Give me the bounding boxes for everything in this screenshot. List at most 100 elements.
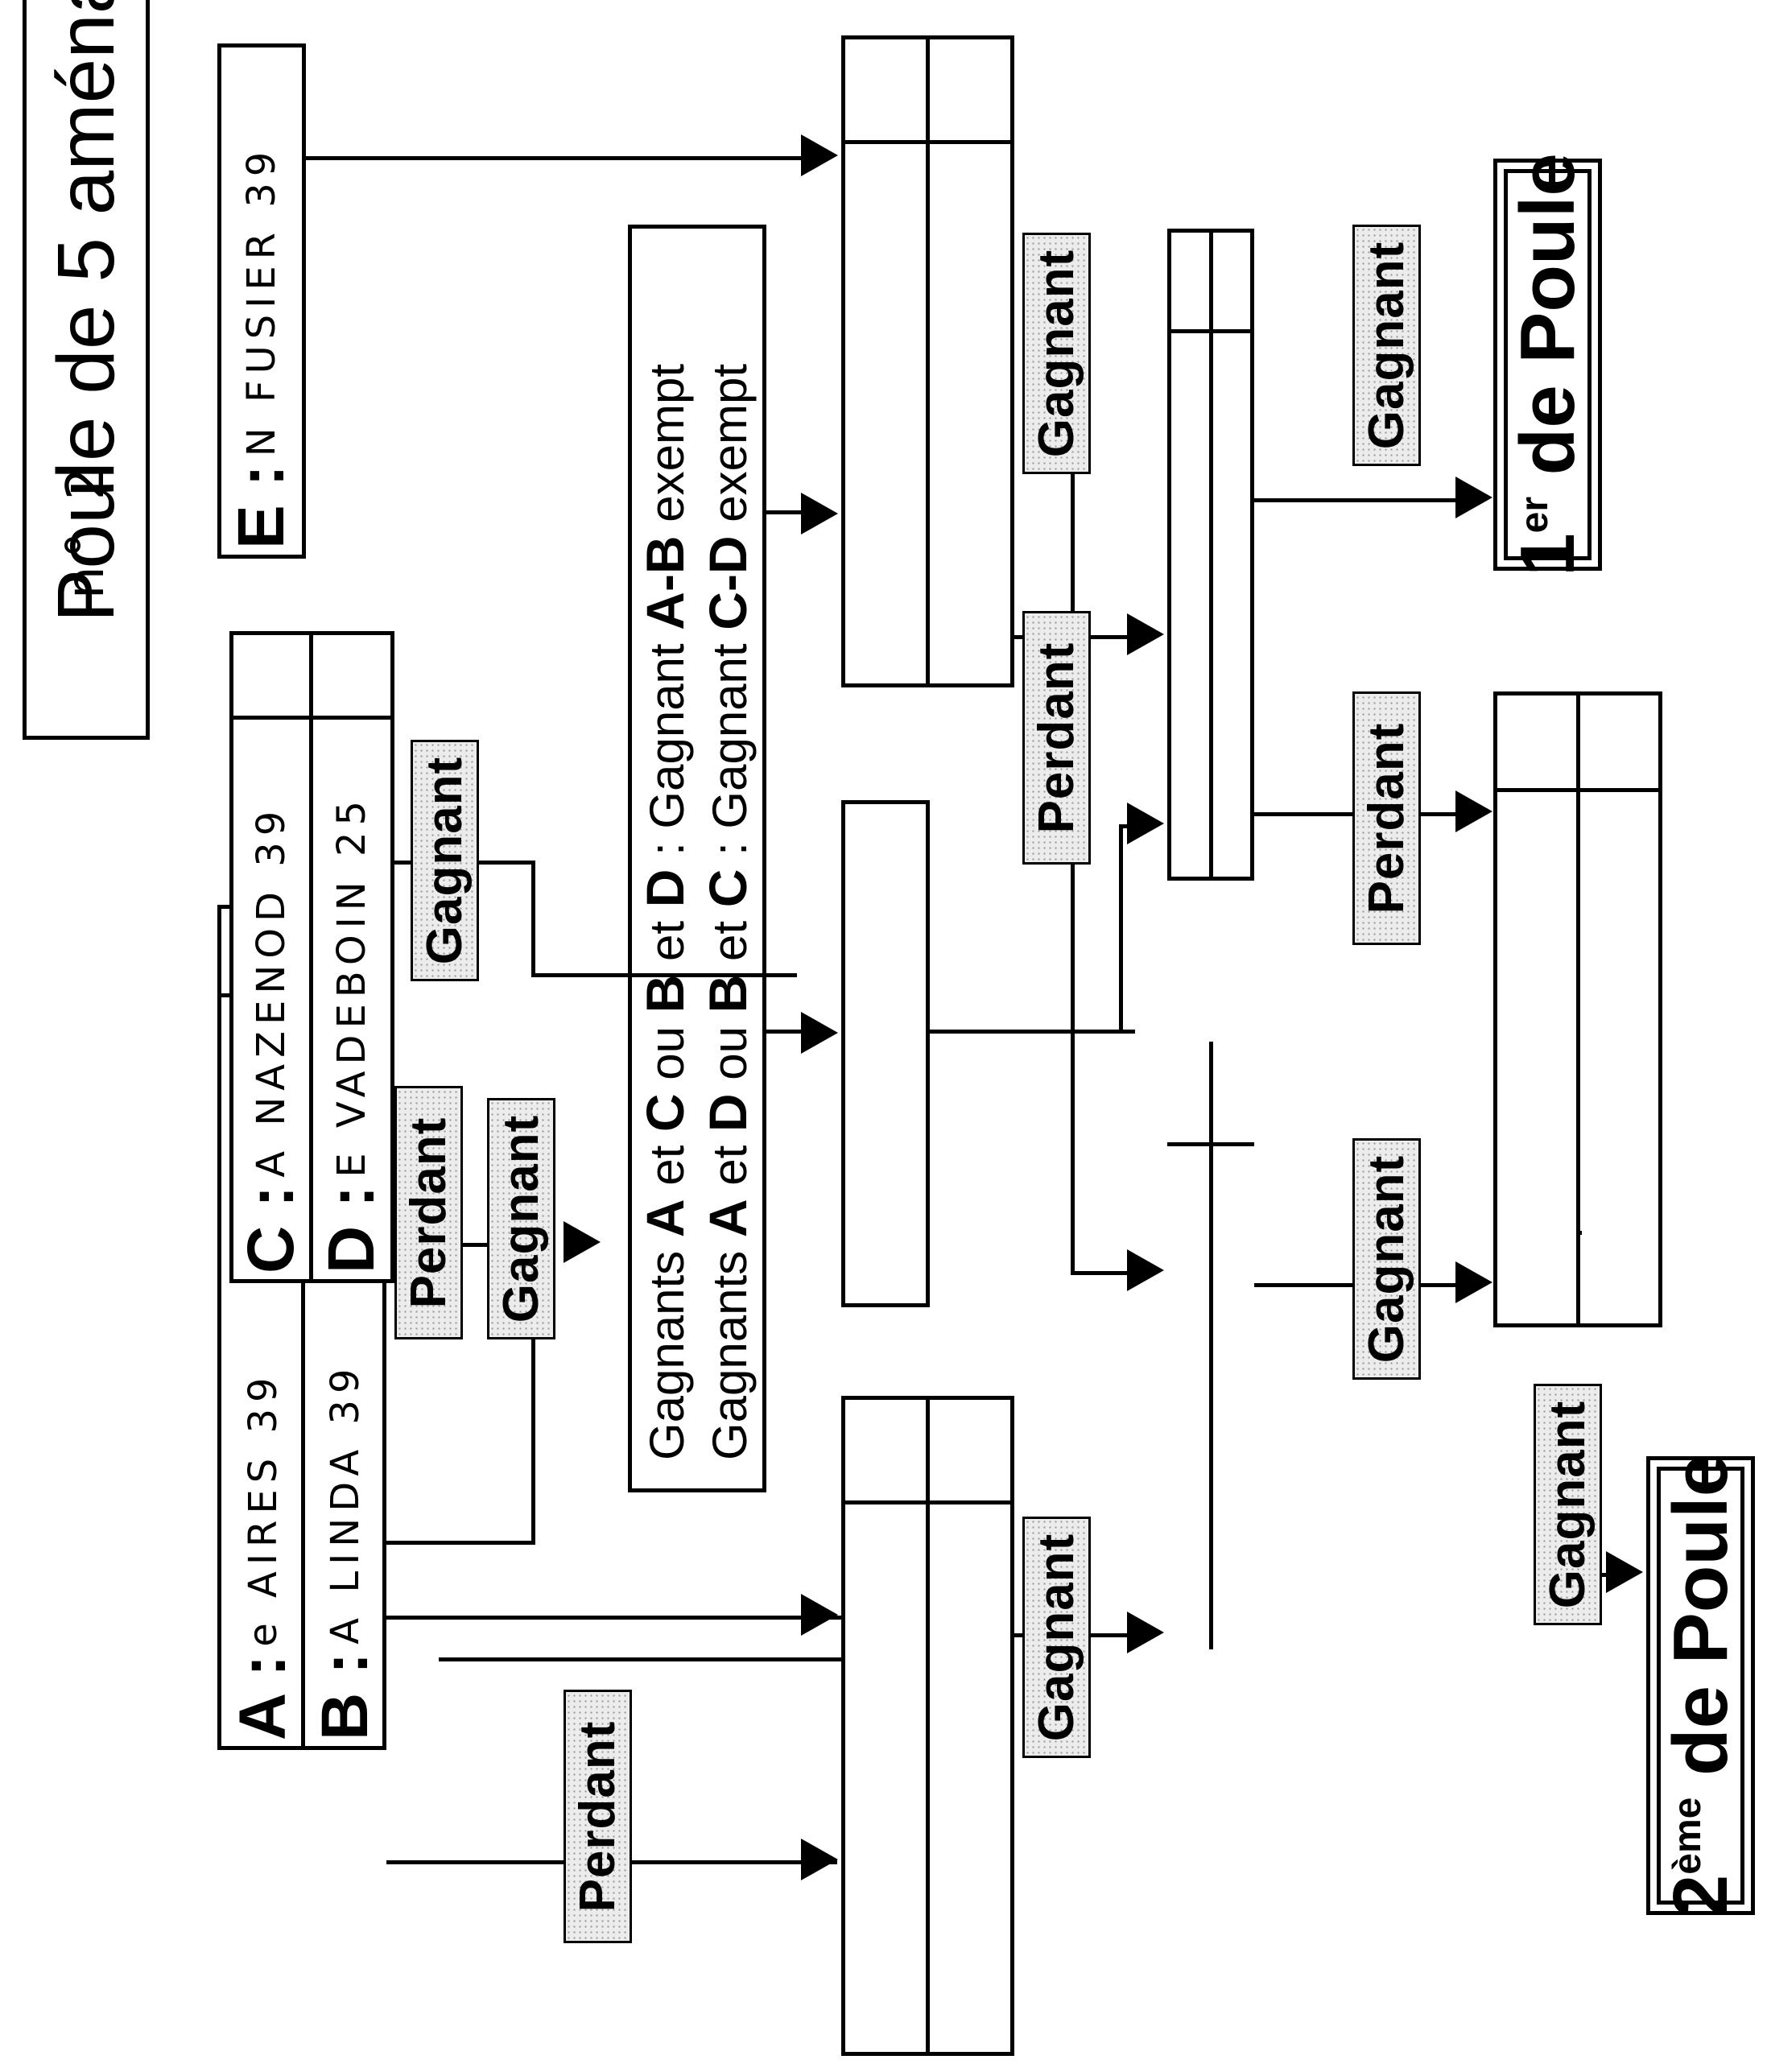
legend-text: ou <box>703 1013 757 1094</box>
match-box-cd-winner <box>841 800 930 1307</box>
player-name-d: E VADEBOIN 25 <box>329 794 374 1178</box>
arrow-icon <box>801 1839 838 1880</box>
handwritten-note: n° 2 <box>56 459 116 599</box>
rank-second-sup: ème <box>1666 1797 1709 1875</box>
gagnant-label: Gagnant <box>1352 1138 1421 1380</box>
arrow-icon <box>801 1594 838 1636</box>
arrow-icon <box>1127 1612 1164 1653</box>
legend-key: B <box>635 974 695 1013</box>
gagnant-label: Gagnant <box>1352 225 1421 466</box>
connector-line <box>306 156 805 160</box>
connector-line <box>386 1541 531 1545</box>
page-title: Poule de 5 aménagée <box>23 0 150 740</box>
arrow-icon <box>1455 477 1492 518</box>
perdant-label: Perdant <box>1022 611 1091 865</box>
connector-line <box>1071 1271 1135 1275</box>
arrow-icon <box>564 1221 601 1263</box>
legend-text: ou <box>640 1013 694 1094</box>
perdant-label: Perdant <box>1352 691 1421 945</box>
player-key-b: B : <box>308 1652 382 1740</box>
arrow-icon <box>801 1012 838 1054</box>
match-box-final-2nd-score-col <box>1493 788 1662 792</box>
match-box-cd-divider <box>309 631 313 1283</box>
gagnant-label: Gagnant <box>1534 1384 1602 1625</box>
player-key-e: E : <box>225 464 298 549</box>
connector-line <box>531 973 797 977</box>
legend-line-1: Gagnants A et C ou B et D : Gagnant A-B … <box>634 364 696 1460</box>
arrow-icon <box>1127 803 1164 844</box>
rank-second-label: 2ème de Poule <box>1657 1454 1745 1917</box>
connector-line <box>1578 1231 1582 1235</box>
match-box-e-score-col <box>841 140 1014 144</box>
legend-text: et <box>640 1132 694 1199</box>
arrow-icon <box>1127 613 1164 655</box>
arrow-icon <box>1455 1261 1492 1303</box>
gagnant-label: Gagnant <box>1022 1517 1091 1758</box>
match-box-cd-score-col <box>229 716 394 720</box>
rank-first-label: 1er de Poule <box>1504 153 1592 576</box>
player-name-a: e AIRES 39 <box>241 1371 286 1647</box>
player-key-d: D : <box>315 1185 388 1273</box>
legend-key: A <box>698 1199 758 1238</box>
player-name-b: A LINDA 39 <box>323 1362 368 1645</box>
legend-key: A-B <box>635 535 695 630</box>
match-box-losers-1-divider <box>926 1396 930 2056</box>
legend-text: exempt <box>640 363 694 536</box>
legend-text: et <box>640 907 694 975</box>
gagnant-label: Gagnant <box>487 1098 555 1339</box>
rank-box-second-inner: 2ème de Poule <box>1657 1454 1744 1917</box>
arrow-icon <box>801 493 838 535</box>
player-slot-c: C : A NAZENOD 39 <box>234 804 308 1273</box>
connector-line <box>930 1030 1135 1034</box>
perdant-label: Perdant <box>394 1086 463 1339</box>
player-key-a: A : <box>226 1654 299 1740</box>
rank-second-num: 2 <box>1657 1874 1744 1918</box>
match-box-semi-left-score-col <box>1167 1142 1254 1146</box>
player-name-e: N FUSIER 39 <box>239 145 284 457</box>
connector-line <box>1119 824 1123 1034</box>
legend-text: : Gagnant <box>703 629 757 869</box>
legend-key: B <box>698 974 758 1013</box>
rank-first-num: 1 <box>1504 533 1591 576</box>
player-slot-e: E : N FUSIER 39 <box>225 146 298 549</box>
player-key-c: C : <box>234 1185 308 1273</box>
legend-text: exempt <box>703 363 757 536</box>
gagnant-label: Gagnant <box>1022 233 1091 474</box>
arrow-icon <box>1127 1249 1164 1291</box>
match-box-semi-right-divider <box>1209 229 1213 881</box>
legend-text: Gagnants <box>640 1237 694 1460</box>
player-slot-d: D : E VADEBOIN 25 <box>315 794 388 1273</box>
rank-first-text: de Poule <box>1504 153 1591 497</box>
player-name-c: A NAZENOD 39 <box>249 804 294 1178</box>
legend-key: A <box>635 1199 695 1238</box>
connector-line <box>531 861 535 977</box>
match-box-semi-left-divider <box>1209 1042 1213 1649</box>
rank-box-first-inner: 1er de Poule <box>1504 153 1592 576</box>
legend-line-2: Gagnants A et D ou B et C : Gagnant C-D … <box>697 364 758 1460</box>
connector-line <box>439 1657 841 1661</box>
legend-text: et <box>703 907 757 975</box>
legend-key: D <box>635 869 695 908</box>
legend-text: : Gagnant <box>640 629 694 869</box>
connector-line <box>386 1616 845 1620</box>
arrow-icon <box>801 134 838 176</box>
legend-text: et <box>703 1132 757 1199</box>
legend-key: C-D <box>698 535 758 630</box>
legend-key: D <box>698 1093 758 1133</box>
rank-first-sup: er <box>1513 496 1556 534</box>
legend-key: C <box>698 869 758 908</box>
legend-key: C <box>635 1093 695 1133</box>
match-box-e-divider <box>926 35 930 687</box>
rank-box-second: 2ème de Poule <box>1646 1454 1755 1917</box>
rank-second-text: de Poule <box>1657 1453 1744 1798</box>
match-box-losers-1-score-col <box>841 1500 1014 1504</box>
rank-box-first: 1er de Poule <box>1493 153 1602 576</box>
perdant-label: Perdant <box>564 1690 632 1943</box>
player-slot-b: B : A LINDA 39 <box>308 1362 382 1741</box>
connector-line <box>1254 498 1464 502</box>
legend-text: Gagnants <box>703 1237 757 1460</box>
arrow-icon <box>1455 790 1492 832</box>
match-box-semi-right-score-col <box>1167 329 1254 333</box>
